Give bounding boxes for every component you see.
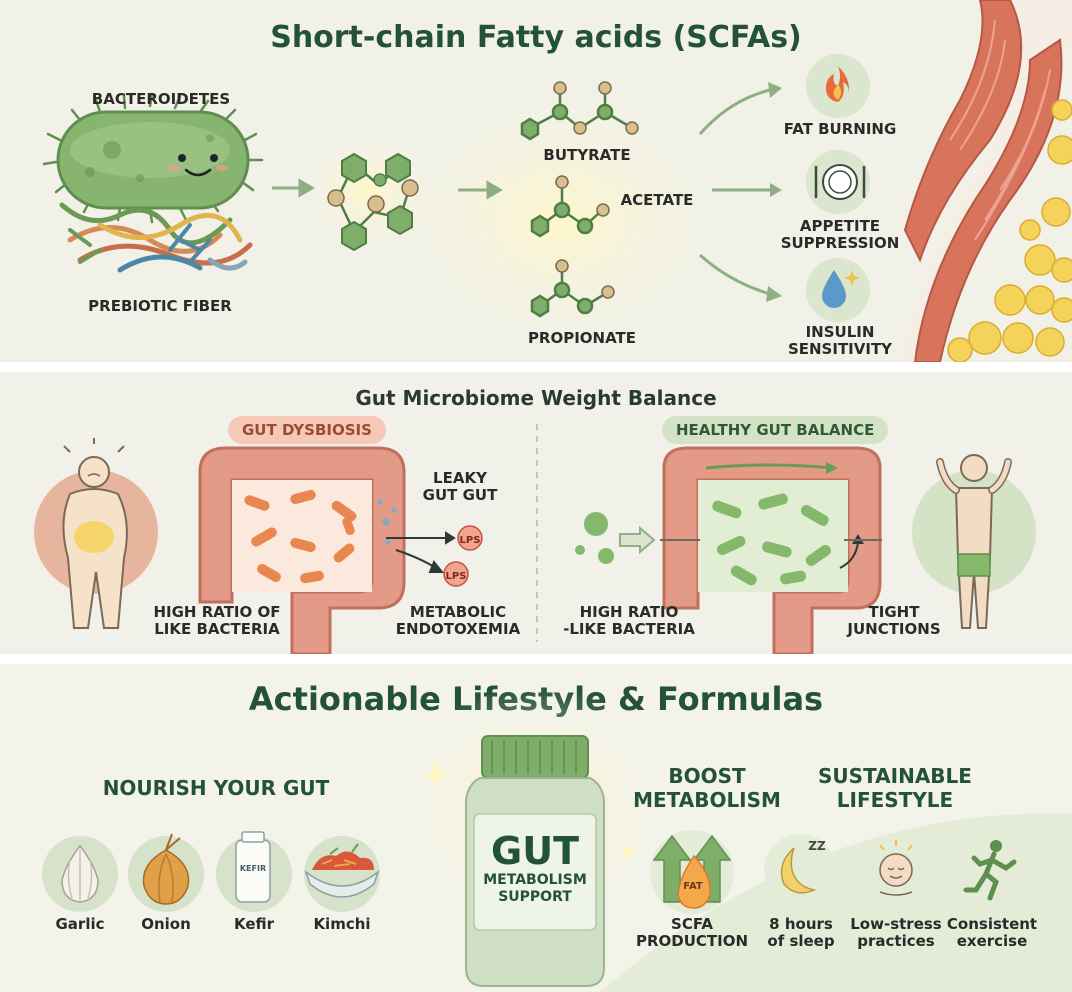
scfa-production-label: SCFA PRODUCTION [635, 915, 749, 950]
kimchi-icon [304, 836, 380, 912]
fiber-icon [59, 202, 253, 273]
onion-icon [128, 833, 204, 912]
lifestyle-panel: Actionable Lifestyle & Formulas [0, 664, 1072, 992]
butyrate-label: BUTYRATE [543, 146, 631, 164]
fat-metabolism-icon [650, 830, 734, 914]
meditation-face-icon [860, 834, 932, 906]
scfa-panel: Short-chain Fatty acids (SCFAs) [0, 0, 1072, 362]
flame-icon [826, 66, 849, 102]
habit-stress-label: Low-stress practices [850, 915, 942, 950]
food-label-kefir: Kefir [233, 915, 275, 933]
lps-label: LPS [445, 571, 467, 582]
garlic-icon [42, 836, 118, 912]
scfa-title: Short-chain Fatty acids (SCFAs) [270, 20, 802, 55]
habit-exercise-label: Consistent exercise [946, 915, 1038, 950]
arrow-icon [272, 178, 315, 198]
endotoxemia-label: METABOLIC ENDOTOXEMIA [395, 603, 521, 638]
sleep-icon-text: ZZ [808, 839, 826, 853]
acetate-label: ACETATE [620, 191, 694, 209]
sustainable-title: SUSTAINABLE LIFESTYLE [818, 764, 972, 812]
drop-icon [822, 270, 846, 308]
fat-burning-label: FAT BURNING [783, 120, 897, 138]
insulin-label: INSULIN SENSITIVITY [787, 323, 893, 358]
butyrate-molecule-icon [520, 81, 639, 141]
lps-badge [443, 561, 469, 587]
healthy-ratio-label: HIGH RATIO -LIKE BACTERIA [563, 603, 695, 638]
running-icon [954, 834, 1026, 906]
divider [0, 362, 1072, 372]
supplement-bottle-icon [465, 735, 605, 987]
fiber-label: PREBIOTIC FIBER [88, 297, 232, 315]
healthy-badge: HEALTHY GUT BALANCE [662, 416, 889, 444]
acetate-molecule-icon [530, 175, 610, 238]
muscle-icon [900, 0, 1072, 362]
kefir-bottle-label: KEFIR [239, 864, 267, 873]
dysbiosis-ratio-label: HIGH RATIO OF LIKE BACTERIA [153, 603, 281, 638]
boost-title: BOOST METABOLISM [633, 764, 781, 812]
lps-label: LPS [459, 535, 481, 546]
leaky-gut-label: LEAKY GUT GUT [422, 469, 498, 504]
healthy-gut-icon [660, 446, 882, 654]
fat-tag: FAT [683, 881, 703, 892]
kefir-icon [216, 831, 292, 912]
food-label-kimchi: Kimchi [313, 915, 371, 933]
bacteria-bubbles-icon [575, 512, 614, 564]
scfa-illustration [42, 0, 1072, 362]
fat-cells-icon [947, 99, 1072, 362]
plate-icon [814, 164, 866, 200]
arrow-icon [458, 180, 503, 200]
food-label-garlic: Garlic [55, 915, 105, 933]
divider [0, 654, 1072, 664]
dysbiosis-badge: GUT DYSBIOSIS [228, 416, 386, 444]
arrow-icon [698, 88, 771, 296]
lps-arrows [386, 531, 456, 573]
habit-sleep-label: 8 hours of sleep [767, 915, 835, 950]
bottle-subtitle: METABOLISM SUPPORT [483, 872, 587, 905]
propionate-label: PROPIONATE [527, 329, 637, 347]
bacterium-icon [42, 92, 264, 224]
lps-badge [457, 525, 483, 551]
bacteria-label: BACTEROIDETES [91, 90, 231, 108]
molecule-network-icon [327, 152, 419, 252]
nourish-title: NOURISH YOUR GUT [102, 776, 330, 800]
balance-illustration [34, 424, 1036, 654]
bottle-brand: GUT [491, 829, 579, 873]
balance-title: Gut Microbiome Weight Balance [355, 386, 717, 410]
balance-panel: Gut Microbiome Weight Balance [0, 372, 1072, 654]
food-label-onion: Onion [141, 915, 191, 933]
fit-person-icon [912, 454, 1036, 629]
overweight-person-icon [34, 438, 158, 629]
dysbiosis-gut-icon [198, 446, 406, 654]
arrow-icon [619, 525, 656, 555]
sleep-icon [764, 834, 836, 906]
lifestyle-illustration [42, 684, 1072, 992]
appetite-label: APPETITE SUPPRESSION [780, 217, 900, 252]
propionate-molecule-icon [530, 259, 615, 318]
tight-junctions-label: TIGHT JUNCTIONS [847, 603, 941, 638]
